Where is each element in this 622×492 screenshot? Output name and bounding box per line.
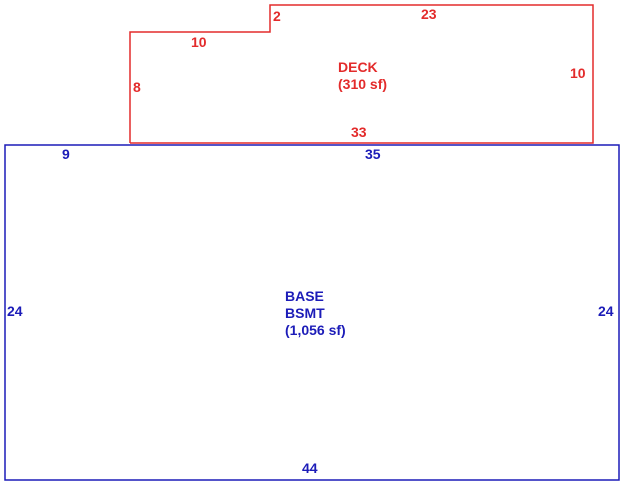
- deck-dim-left-lower: 8: [133, 79, 141, 95]
- deck-dim-bottom: 33: [351, 124, 367, 140]
- base-dim-right: 24: [598, 303, 614, 319]
- deck-name-label: DECK: [338, 59, 378, 75]
- deck-dim-step-rise: 2: [273, 8, 281, 24]
- base-bsmt-outline: [4, 144, 620, 481]
- deck-dim-right: 10: [570, 65, 586, 81]
- base-name-line2: BSMT: [285, 305, 325, 321]
- deck-area-label: (310 sf): [338, 76, 387, 92]
- deck-outline: [129, 4, 594, 144]
- base-dim-top-right: 35: [365, 146, 381, 162]
- deck-dim-left-upper-run: 10: [191, 34, 207, 50]
- base-dim-bottom: 44: [302, 460, 318, 476]
- base-dim-left: 24: [7, 303, 23, 319]
- base-dim-top-left: 9: [62, 146, 70, 162]
- deck-dim-top: 23: [421, 6, 437, 22]
- base-name-line1: BASE: [285, 288, 324, 304]
- base-area-label: (1,056 sf): [285, 322, 346, 338]
